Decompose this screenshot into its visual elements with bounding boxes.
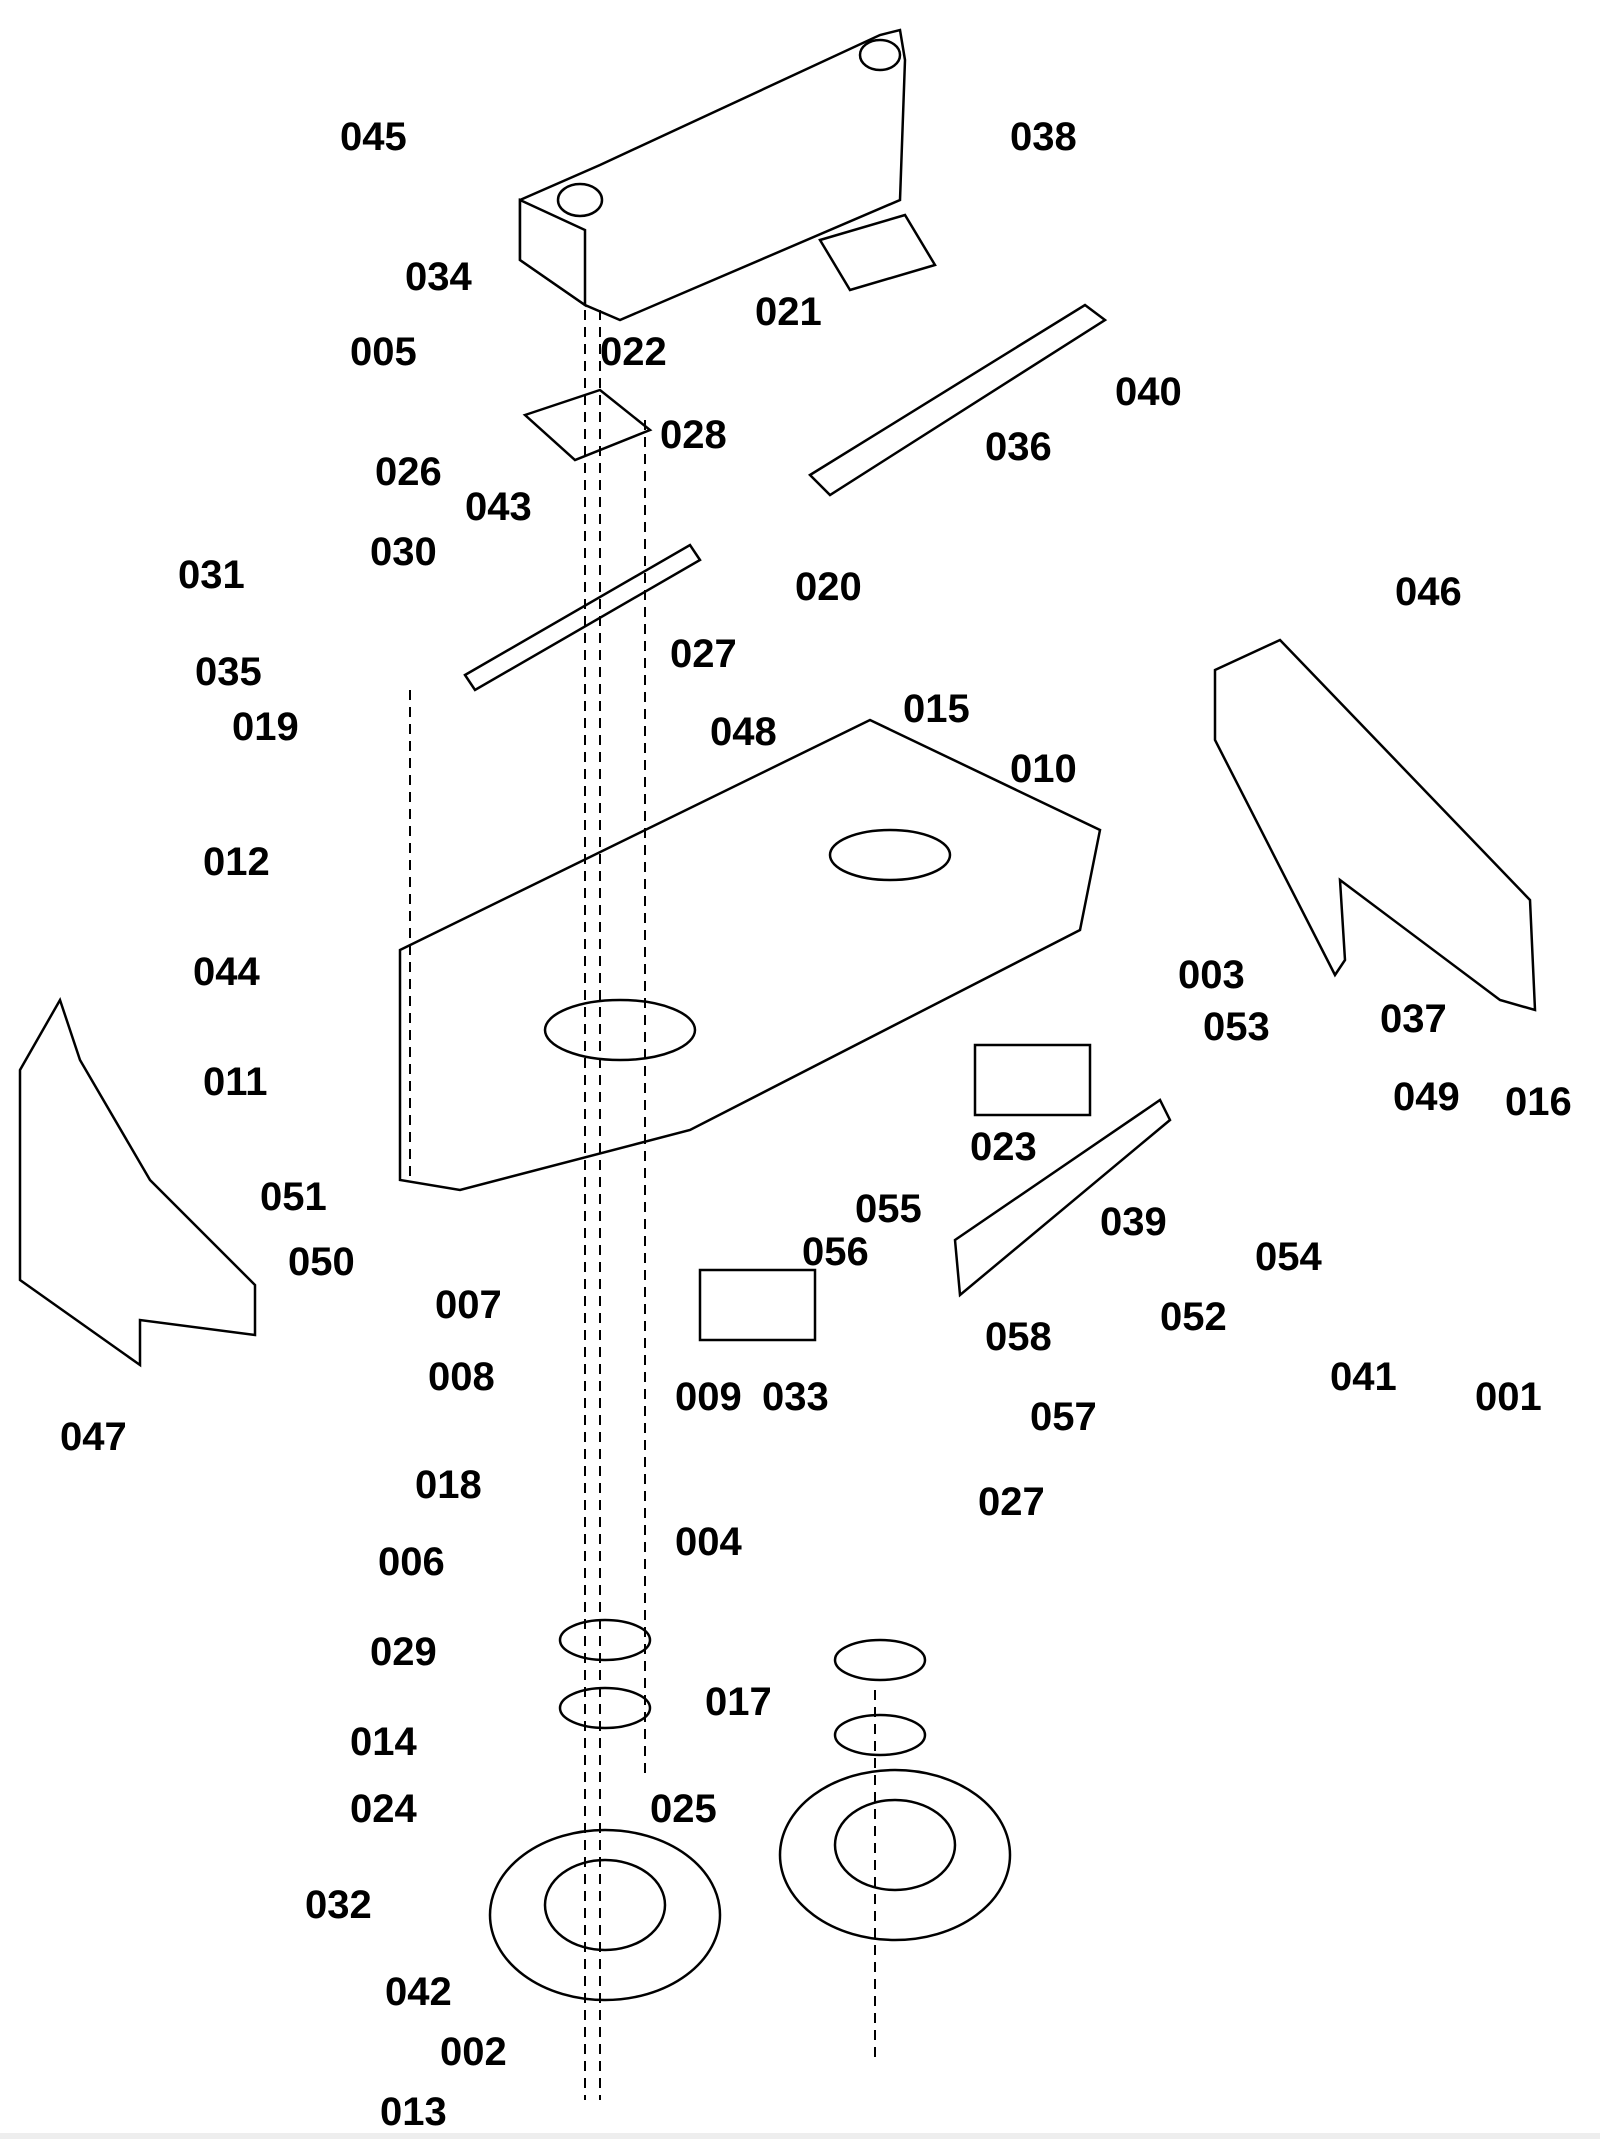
callout-label-045: 045 (340, 115, 407, 159)
callout-label-043: 043 (465, 485, 532, 529)
callout-label-023: 023 (970, 1125, 1037, 1169)
callout-label-050: 050 (288, 1240, 355, 1284)
callout-label-001: 001 (1475, 1375, 1542, 1419)
callout-label-005: 005 (350, 330, 417, 374)
callout-label-048: 048 (710, 710, 777, 754)
callout-label-009: 009 (675, 1375, 742, 1419)
callout-label-044: 044 (193, 950, 260, 994)
hose-043 (463, 543, 702, 692)
callout-label-013: 013 (380, 2090, 447, 2134)
motor-assembly (518, 28, 907, 322)
callout-label-038: 038 (1010, 115, 1077, 159)
callout-label-057: 057 (1030, 1395, 1097, 1439)
callout-label-019: 019 (232, 705, 299, 749)
callout-label-015: 015 (903, 687, 970, 731)
assembly-axes (409, 310, 876, 2100)
callout-label-053: 053 (1203, 1005, 1270, 1049)
callout-label-046: 046 (1395, 570, 1462, 614)
callout-label-020: 020 (795, 565, 862, 609)
callout-label-042: 042 (385, 1970, 452, 2014)
callout-label-036: 036 (985, 425, 1052, 469)
cover-047 (18, 996, 257, 1368)
callout-label-028: 028 (660, 413, 727, 457)
callout-label-027: 027 (670, 632, 737, 676)
callout-label-034: 034 (405, 255, 472, 299)
callout-label-030: 030 (370, 530, 437, 574)
brush-discs (488, 1618, 1012, 2002)
callout-label-003: 003 (1178, 953, 1245, 997)
callout-label-031: 031 (178, 553, 245, 597)
callout-label-006: 006 (378, 1540, 445, 1584)
callout-label-047: 047 (60, 1415, 127, 1459)
callout-label-056: 056 (802, 1230, 869, 1274)
callout-label-035: 035 (195, 650, 262, 694)
callout-label-033: 033 (762, 1375, 829, 1419)
callout-label-010: 010 (1010, 747, 1077, 791)
brushes (698, 1043, 1172, 1342)
callout-label-026: 026 (375, 450, 442, 494)
callout-label-011: 011 (203, 1060, 268, 1104)
callout-label-027: 027 (978, 1480, 1045, 1524)
motor-bracket (522, 213, 937, 462)
hose-040 (807, 303, 1108, 497)
callout-label-024: 024 (350, 1787, 417, 1831)
callout-label-002: 002 (440, 2030, 507, 2074)
callout-label-007: 007 (435, 1283, 502, 1327)
callout-label-037: 037 (1380, 997, 1447, 1041)
callout-label-022: 022 (600, 330, 667, 374)
deck-plate (398, 718, 1102, 1192)
page-footer-strip (0, 2133, 1600, 2139)
callout-label-032: 032 (305, 1883, 372, 1927)
callout-label-055: 055 (855, 1187, 922, 1231)
callout-label-012: 012 (203, 840, 270, 884)
callout-label-018: 018 (415, 1463, 482, 1507)
callout-label-021: 021 (755, 290, 822, 334)
callout-label-049: 049 (1393, 1075, 1460, 1119)
callout-label-052: 052 (1160, 1295, 1227, 1339)
callout-label-016: 016 (1505, 1080, 1572, 1124)
callout-label-041: 041 (1330, 1355, 1397, 1399)
cover-046 (1213, 638, 1537, 1012)
callout-label-029: 029 (370, 1630, 437, 1674)
callout-label-014: 014 (350, 1720, 417, 1764)
callout-label-058: 058 (985, 1315, 1052, 1359)
callout-label-017: 017 (705, 1680, 772, 1724)
callout-label-039: 039 (1100, 1200, 1167, 1244)
callout-label-051: 051 (260, 1175, 327, 1219)
callout-label-025: 025 (650, 1787, 717, 1831)
callout-label-008: 008 (428, 1355, 495, 1399)
callout-label-004: 004 (675, 1520, 742, 1564)
callout-label-054: 054 (1255, 1235, 1322, 1279)
callout-label-040: 040 (1115, 370, 1182, 414)
